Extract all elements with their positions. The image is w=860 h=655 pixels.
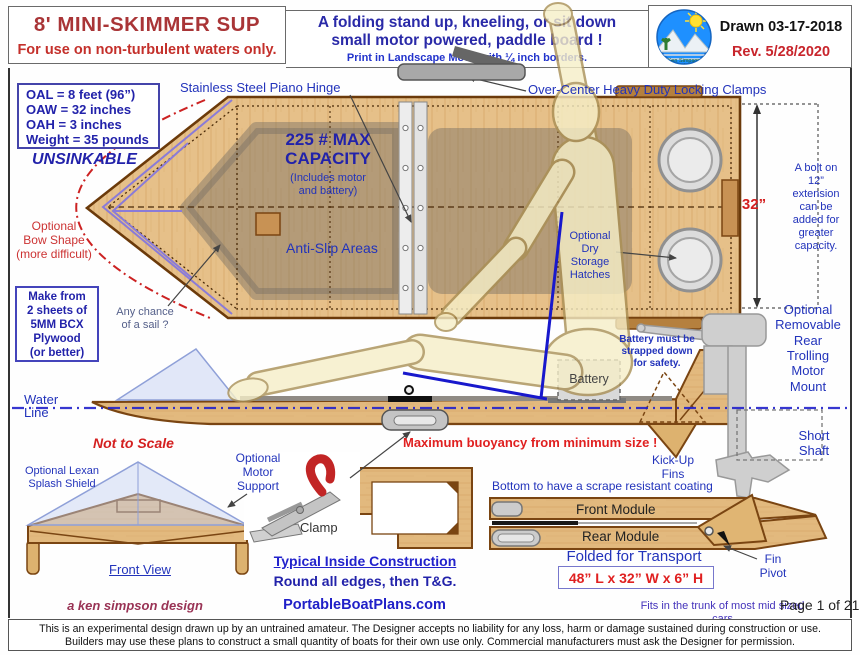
short-shaft-label: Short Shaft (798, 428, 830, 459)
left-margin-line (8, 68, 10, 618)
trolling-mount-label: Optional Removable Rear Trolling Motor M… (775, 302, 841, 394)
cactus-icon (661, 37, 671, 50)
trunk-note: Fits in the trunk of most mid sized cars (640, 600, 805, 625)
title-box: 8' MINI-SKIMMER SUP For use on non-turbu… (8, 6, 286, 64)
typical-construction-label: Typical Inside Construction (273, 553, 457, 569)
unsinkable-label: UNSINKABLE (32, 151, 137, 168)
disclaimer-line2: Builders may use these plans to construc… (65, 636, 795, 648)
designer-credit: a ken simpson design (67, 598, 203, 613)
figure-head (551, 81, 601, 143)
battery-label: Battery (569, 372, 609, 386)
width-dim-label: 32” (741, 196, 767, 213)
max-buoyancy-label: Maximum buoyancy from minimum size ! (403, 435, 658, 450)
material-text: Make from 2 sheets of 5MM BCX Plywood (o… (26, 291, 88, 360)
kickup-fins-label: Kick-Up Fins (651, 453, 694, 482)
logo-text-2: Designs (674, 63, 694, 68)
edge-latch (721, 179, 739, 237)
toggle-clamp-illustration (244, 452, 360, 543)
small-hatch (255, 212, 281, 236)
front-handle (491, 501, 523, 517)
spec-oal: OAL = 8 feet (96”) (26, 87, 136, 102)
drawn-date: Drawn 03-17-2018 (719, 19, 843, 35)
page-subtitle: For use on non-turbulent waters only. (17, 42, 277, 58)
anti-slip-label: Anti-Slip Areas (286, 240, 378, 256)
folded-view (489, 493, 828, 550)
folded-fin (696, 493, 768, 547)
rear-module-label: Rear Module (582, 529, 660, 544)
page-title: 8' MINI-SKIMMER SUP (33, 13, 261, 36)
piano-hinge (398, 101, 428, 315)
scrape-coating-label: Bottom to have a scrape resistant coatin… (492, 479, 713, 493)
side-view (12, 313, 850, 499)
deck-antislip-strip (240, 396, 672, 401)
page-number: Page 1 of 21 (780, 597, 860, 613)
bolt-extension-label: A bolt on 12” extension can be added for… (792, 162, 840, 252)
folded-dims: 48” L x 32” W x 6” H (568, 570, 704, 586)
logo-text-1: Ken Simpson (668, 58, 701, 64)
anti-slip-area-front (180, 122, 404, 300)
mannequin-figure (227, 2, 634, 403)
optional-bow-curve (75, 99, 211, 319)
clamp-label: Clamp (300, 520, 338, 535)
fin-pivot-point (704, 526, 714, 536)
folded-dims-box: 48” L x 32” W x 6” H (558, 566, 714, 589)
capacity-label: 225 # MAX CAPACITY (285, 130, 371, 168)
hand-raised (543, 2, 573, 26)
splash-shield-side (114, 348, 239, 401)
locking-clamp-top (615, 85, 703, 98)
material-box: Make from 2 sheets of 5MM BCX Plywood (o… (15, 286, 99, 362)
water-line-label: Water Line (24, 392, 59, 420)
spec-weight: Weight = 35 pounds (26, 131, 149, 147)
spec-oaw: OAW = 32 inches (26, 101, 132, 117)
piano-hinge-label: Stainless Steel Piano Hinge (180, 80, 341, 95)
splash-shield-label: Optional Lexan Splash Shield (25, 465, 99, 490)
not-to-scale-label: Not to Scale (93, 435, 174, 451)
center-clamp (397, 46, 526, 81)
ken-simpson-logo: Ken Simpson Designs (656, 9, 712, 68)
seat-pivot (388, 385, 432, 402)
clamps-label: Over-Center Heavy Duty Locking Clamps (528, 82, 767, 97)
figure-foot (227, 377, 269, 403)
front-view (25, 461, 250, 575)
alt-bow-lines (101, 99, 233, 315)
short-shaft-box (736, 409, 823, 461)
dry-storage-hatches (657, 127, 723, 293)
bow-shape-label: Optional Bow Shape (more difficult) (16, 219, 92, 262)
front-view-label: Front View (109, 562, 171, 577)
fin-pivot-label: Fin Pivot (759, 552, 787, 581)
round-edges-label: Round all edges, then T&G. (273, 573, 457, 589)
width-dimension (742, 103, 819, 309)
folded-transport-label: Folded for Transport (566, 548, 702, 565)
kickup-fin-raised (638, 370, 707, 423)
sail-label: Any chance of a sail ? (116, 306, 174, 331)
right-margin-line (850, 68, 852, 618)
leader-arrows (167, 75, 758, 560)
spec-oah: OAH = 3 inches (26, 116, 122, 132)
website-label: PortableBoatPlans.com (283, 597, 446, 613)
motor-support-label: Optional Motor Support (235, 451, 281, 494)
capacity-note-label: (Includes motor and battery) (290, 172, 366, 197)
seat-frame-lines (402, 211, 564, 401)
revision-box: Ken Simpson Designs Drawn 03-17-2018 Rev… (648, 5, 852, 68)
tagline-line1: A folding stand up, kneeling, or sit dow… (317, 14, 617, 31)
specs-box: OAL = 8 feet (96”) OAW = 32 inches OAH =… (17, 83, 160, 149)
front-module-label: Front Module (576, 502, 656, 517)
revision-date: Rev. 5/28/2020 (731, 44, 831, 60)
hull-pod (381, 409, 449, 431)
dry-hatches-label: Optional Dry Storage Hatches (569, 230, 611, 281)
battery-strap-label: Battery must be strapped down for safety… (619, 334, 695, 369)
trolling-motor (636, 313, 791, 499)
disclaimer-box: This is an experimental design drawn up … (8, 619, 852, 651)
disclaimer-line1: This is an experimental design drawn up … (39, 623, 821, 635)
kickup-fin (645, 423, 698, 459)
